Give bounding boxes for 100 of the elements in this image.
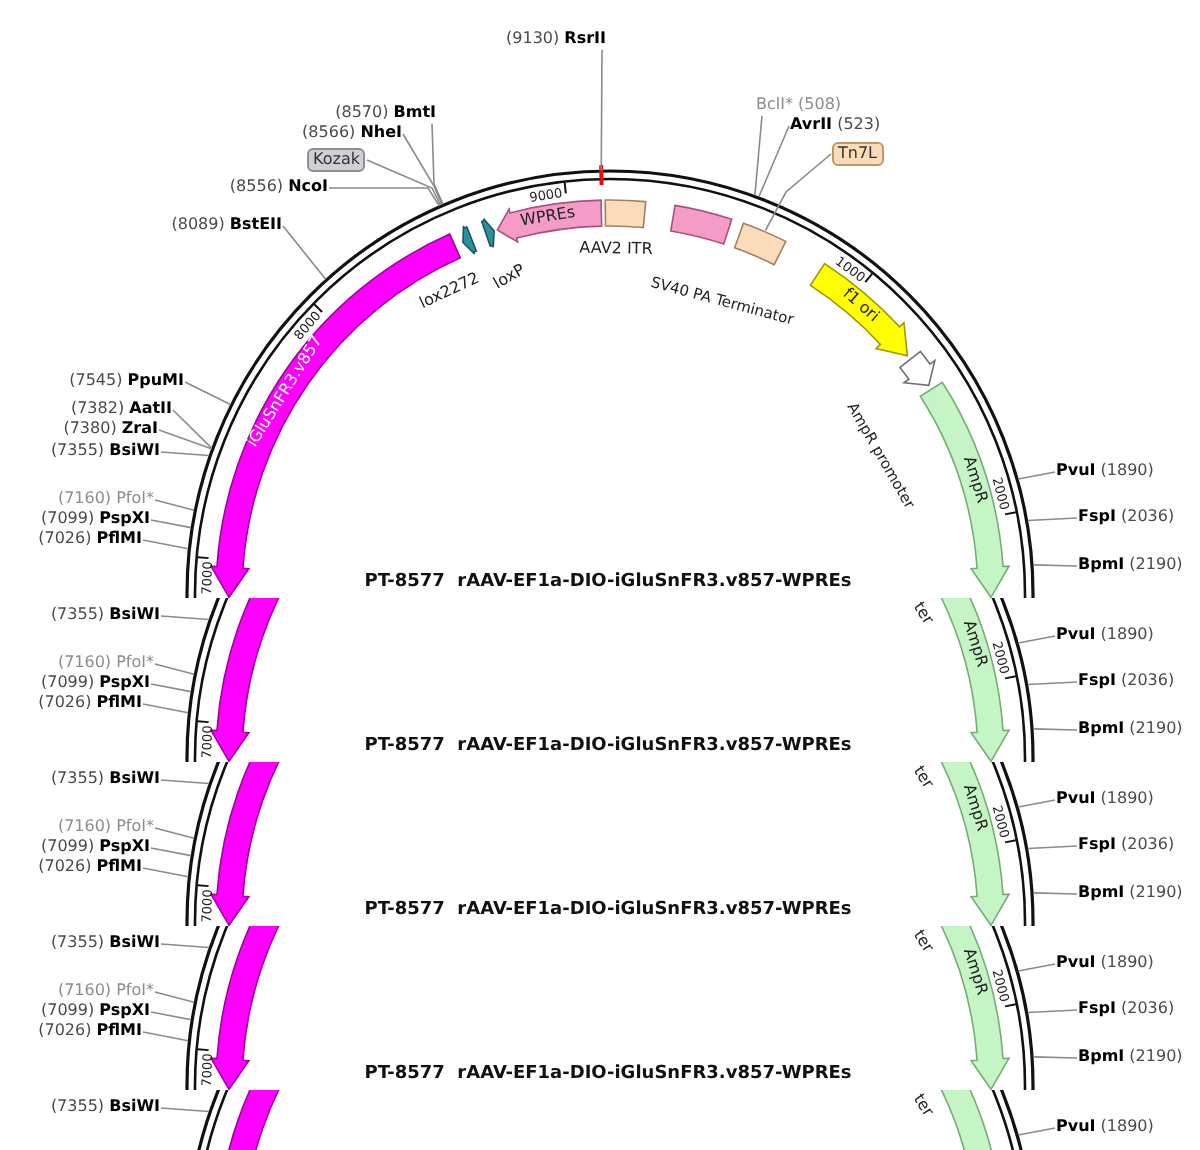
feature-label: WPREs	[519, 204, 577, 232]
site-label: (7382) AatII	[70, 401, 172, 419]
label-fragment: ter	[908, 763, 936, 793]
leader-line	[1017, 1127, 1056, 1136]
site-label: PvuI (1890)	[1056, 463, 1154, 481]
backbone-arc	[184, 598, 230, 762]
site-label: (7026) PflMI	[38, 695, 142, 713]
leader-line	[142, 867, 189, 878]
leader-line	[402, 133, 443, 206]
leader-line	[150, 1011, 192, 1021]
site-label: (8570) BmtI	[335, 105, 436, 123]
site-label: (7160) PfoI*	[57, 819, 154, 837]
feature-callout: Kozak	[307, 148, 366, 172]
site-label: PvuI (1890)	[1056, 791, 1154, 809]
map-title: PT-8577 rAAV-EF1a-DIO-iGluSnFR3.v857-WPREs	[364, 574, 852, 594]
label-fragment: ter	[908, 927, 936, 957]
site-label: BpmI (2190)	[1078, 1049, 1183, 1067]
leader-line	[160, 943, 210, 949]
site-label: AvrII (523)	[790, 117, 881, 135]
leader-line	[150, 683, 192, 693]
map-title: PT-8577 rAAV-EF1a-DIO-iGluSnFR3.v857-WPREs	[364, 902, 852, 922]
feature-label: AAV2 ITR	[579, 240, 653, 260]
leader-line	[1032, 1056, 1078, 1059]
leader-line	[160, 779, 210, 785]
leader-line	[1027, 681, 1078, 686]
site-label: (7355) BsiWI	[50, 935, 160, 953]
feature-label: loxP	[491, 261, 529, 294]
site-label: (9130) RsrII	[506, 31, 606, 49]
site-label: (7380) ZraI	[63, 421, 158, 439]
site-label: FspI (2036)	[1078, 509, 1175, 527]
label-fragment: ter	[908, 599, 936, 629]
leader-line	[1032, 892, 1078, 895]
site-label: (7355) BsiWI	[50, 607, 160, 625]
leader-line	[764, 153, 832, 232]
site-label: (7160) PfoI*	[57, 983, 154, 1001]
site-label: (7026) PflMI	[38, 1023, 142, 1041]
leader-line	[142, 703, 189, 714]
leader-line	[172, 409, 213, 449]
site-label: FspI (2036)	[1078, 1001, 1175, 1019]
site-label: (7160) PfoI*	[57, 655, 154, 673]
backbone-arc	[184, 762, 230, 926]
leader-line	[282, 225, 327, 280]
site-label: BpmI (2190)	[1078, 721, 1183, 739]
site-label: (7545) PpuMI	[69, 373, 184, 391]
leader-line	[154, 827, 195, 839]
site-label: (7160) PfoI*	[57, 491, 154, 509]
leader-line	[142, 539, 189, 550]
leader-line	[150, 847, 192, 857]
leader-line	[1017, 471, 1056, 480]
leader-line	[754, 115, 763, 197]
site-label: BpmI (2190)	[1078, 557, 1183, 575]
feature-label: AmpR	[957, 617, 989, 669]
site-label: PvuI (1890)	[1056, 1119, 1154, 1137]
site-label: BpmI (2190)	[1078, 885, 1183, 903]
site-label: (8566) NheI	[302, 125, 402, 143]
leader-line	[184, 381, 232, 406]
leader-line	[160, 615, 210, 621]
leader-line	[366, 159, 442, 206]
site-label: (7355) BsiWI	[50, 1099, 160, 1117]
site-label: BclI* (508)	[756, 97, 842, 115]
site-label: FspI (2036)	[1078, 837, 1175, 855]
site-label: (7099) PspXI	[40, 675, 150, 693]
leader-line	[600, 49, 603, 171]
feature-label: AmpR	[957, 781, 989, 833]
leader-line	[1032, 728, 1078, 731]
site-label: (7099) PspXI	[40, 1003, 150, 1021]
feature-label: f1 ori	[838, 286, 882, 327]
backbone-arc	[184, 926, 230, 1090]
feature-label: AmpR	[957, 453, 989, 505]
leader-line	[1027, 1009, 1078, 1014]
site-label: (7355) BsiWI	[50, 443, 160, 461]
site-label: PvuI (1890)	[1056, 955, 1154, 973]
site-label: (8089) BstEII	[171, 217, 282, 235]
backbone-arc	[990, 598, 1036, 762]
site-label: FspI (2036)	[1078, 673, 1175, 691]
leader-line	[1027, 517, 1078, 522]
map-title: PT-8577 rAAV-EF1a-DIO-iGluSnFR3.v857-WPREs	[364, 738, 852, 758]
backbone-arc	[990, 1090, 1024, 1150]
site-label: PvuI (1890)	[1056, 627, 1154, 645]
site-label: (7355) BsiWI	[50, 771, 160, 789]
leader-line	[1017, 963, 1056, 972]
site-label: (8556) NcoI	[229, 179, 328, 197]
leader-line	[142, 1031, 189, 1042]
feature-label: AmpR	[957, 945, 989, 997]
backbone-arc	[990, 926, 1036, 1090]
label-fragment: ter	[908, 1091, 936, 1121]
leader-line	[154, 991, 195, 1003]
leader-line	[1017, 799, 1056, 808]
leader-line	[154, 499, 195, 511]
leader-line	[154, 663, 195, 675]
leader-line	[150, 519, 192, 529]
leader-line	[160, 1107, 210, 1113]
site-label: (7099) PspXI	[40, 511, 150, 529]
map-title: PT-8577 rAAV-EF1a-DIO-iGluSnFR3.v857-WPREs	[364, 1066, 852, 1086]
leader-line	[160, 451, 210, 457]
site-label: (7026) PflMI	[38, 531, 142, 549]
site-label: (7099) PspXI	[40, 839, 150, 857]
leader-line	[431, 123, 444, 205]
site-label: (7026) PflMI	[38, 859, 142, 877]
leader-line	[158, 429, 213, 450]
